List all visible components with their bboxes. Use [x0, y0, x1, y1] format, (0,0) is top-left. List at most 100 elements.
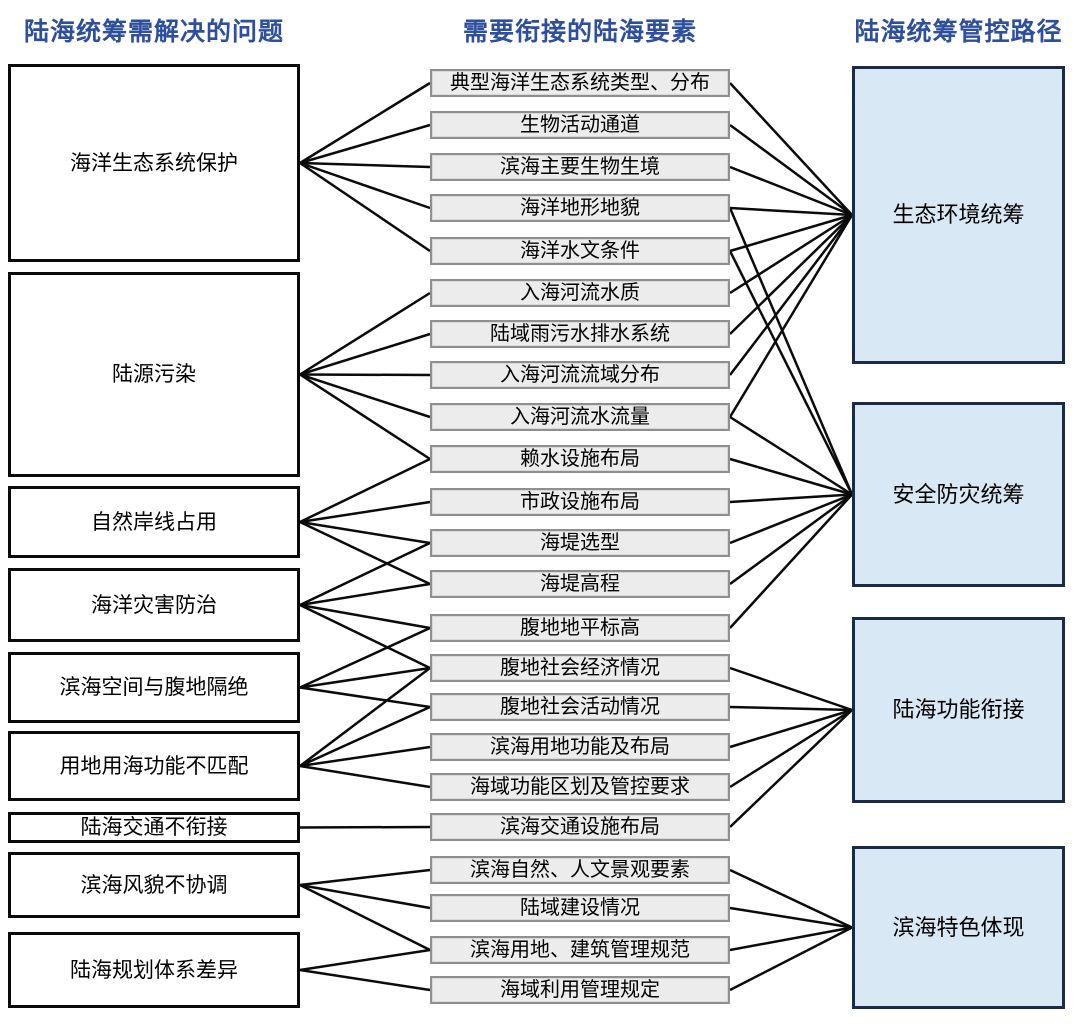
element-box-m14-label: 腹地地平标高	[520, 616, 640, 639]
path-box-R1: 生态环境统筹	[852, 66, 1065, 364]
element-box-m2: 生物活动通道	[430, 111, 730, 139]
connector-line	[729, 705, 853, 712]
connector-line	[729, 906, 853, 929]
connector-line	[729, 457, 853, 496]
element-box-m22-label: 滨海用地、建筑管理规范	[470, 938, 690, 961]
element-box-m4-label: 海洋地形地貌	[520, 196, 640, 219]
problem-box-L2: 陆源污染	[8, 272, 300, 477]
connector-line	[729, 926, 853, 952]
element-box-m9: 入海河流水流量	[430, 403, 730, 431]
problem-box-L5-label: 滨海空间与腹地隔绝	[59, 675, 249, 700]
path-box-R4-label: 滨海特色体现	[892, 914, 1025, 940]
element-box-m20: 滨海自然、人文景观要素	[430, 856, 730, 884]
problem-box-L6: 用地用海功能不匹配	[8, 731, 300, 801]
connector-line	[299, 666, 431, 689]
element-box-m19-label: 滨海交通设施布局	[500, 815, 660, 838]
element-box-m2-label: 生物活动通道	[520, 113, 640, 136]
problem-box-L4-label: 海洋灾害防治	[91, 592, 217, 617]
element-box-m17-label: 滨海用地功能及布局	[490, 735, 670, 758]
connector-line	[299, 626, 431, 689]
element-box-m20-label: 滨海自然、人文景观要素	[470, 858, 690, 881]
connector-line	[299, 883, 431, 952]
column-header-elements: 需要衔接的陆海要素	[462, 19, 697, 46]
connector-line	[299, 825, 431, 829]
problem-box-L5: 滨海空间与腹地隔绝	[8, 652, 300, 723]
connector-line	[729, 213, 853, 253]
connector-line	[728, 207, 854, 495]
element-box-m8: 入海河流流域分布	[430, 361, 730, 389]
problem-box-L8-label: 滨海风貌不协调	[80, 872, 228, 897]
element-box-m10: 赖水设施布局	[430, 445, 730, 473]
connector-line	[299, 161, 431, 169]
element-box-m12-label: 海堤选型	[540, 531, 620, 554]
connector-line	[299, 291, 431, 376]
column-header-problems: 陆海统筹需解决的问题	[23, 19, 284, 46]
problem-box-L4: 海洋灾害防治	[8, 568, 300, 642]
connector-line	[729, 493, 853, 545]
problem-box-L1: 海洋生态系统保护	[8, 64, 300, 262]
element-box-m15-label: 腹地社会经济情况	[500, 656, 660, 679]
element-box-m6: 入海河流水质	[430, 279, 730, 307]
connector-line	[299, 764, 431, 789]
element-box-m18-label: 海域功能区划及管控要求	[470, 775, 690, 798]
problem-box-L8: 滨海风貌不协调	[8, 852, 300, 918]
connector-line	[299, 81, 431, 165]
element-box-m5-label: 海洋水文条件	[520, 239, 640, 262]
connector-line	[729, 213, 853, 295]
connector-line	[729, 206, 853, 217]
path-box-R3: 陆海功能衔接	[852, 617, 1065, 803]
connector-line	[299, 520, 431, 545]
path-box-R4: 滨海特色体现	[852, 846, 1065, 1009]
connector-line	[729, 493, 853, 586]
problem-box-L6-label: 用地用海功能不匹配	[59, 753, 249, 778]
connector-line	[299, 161, 431, 253]
element-box-m17: 滨海用地功能及布局	[430, 733, 730, 761]
connector-line	[299, 686, 431, 709]
element-box-m21-label: 陆域建设情况	[520, 896, 640, 919]
connector-line	[299, 161, 431, 210]
element-box-m5: 海洋水文条件	[430, 237, 730, 265]
problem-box-L9-label: 陆海规划体系差异	[70, 957, 238, 982]
element-box-m23-label: 海域利用管理规定	[500, 978, 660, 1001]
connector-line	[299, 500, 431, 524]
connector-line	[299, 373, 431, 419]
path-box-R3-label: 陆海功能衔接	[892, 697, 1025, 723]
connector-line	[729, 165, 853, 217]
connector-line	[729, 214, 853, 376]
connector-line	[299, 883, 431, 910]
path-box-R1-label: 生态环境统筹	[892, 202, 1025, 228]
element-box-m16-label: 腹地社会活动情况	[500, 695, 660, 718]
connector-line	[729, 708, 853, 789]
connector-line	[729, 493, 853, 504]
connector-line	[729, 708, 853, 749]
element-box-m7: 陆域雨污水排水系统	[430, 320, 730, 348]
connector-line	[299, 667, 431, 767]
element-box-m19: 滨海交通设施布局	[430, 813, 730, 841]
problem-box-L1-label: 海洋生态系统保护	[70, 150, 238, 175]
element-box-m6-label: 入海河流水质	[520, 281, 640, 304]
element-box-m16: 腹地社会活动情况	[430, 693, 730, 721]
connector-line	[729, 82, 853, 216]
element-box-m1-label: 典型海洋生态系统类型、分布	[450, 71, 710, 94]
connector-line	[299, 582, 431, 607]
connector-line	[299, 603, 431, 630]
element-box-m7-label: 陆域雨污水排水系统	[490, 322, 670, 345]
element-box-m21: 陆域建设情况	[430, 894, 730, 922]
element-box-m8-label: 入海河流流域分布	[500, 363, 660, 386]
element-box-m22: 滨海用地、建筑管理规范	[430, 936, 730, 964]
connector-line	[299, 948, 431, 972]
connector-line	[729, 666, 853, 712]
connector-line	[299, 541, 431, 607]
element-box-m4: 海洋地形地貌	[430, 194, 730, 222]
connector-line	[299, 745, 431, 768]
connector-line	[299, 603, 431, 670]
connector-line	[299, 968, 431, 992]
element-box-m3-label: 滨海主要生物生境	[500, 155, 660, 178]
element-box-m13-label: 海堤高程	[540, 572, 620, 595]
element-box-m11: 市政设施布局	[430, 488, 730, 516]
element-box-m23: 海域利用管理规定	[430, 976, 730, 1004]
connector-line	[729, 709, 853, 828]
element-box-m1: 典型海洋生态系统类型、分布	[430, 69, 730, 97]
